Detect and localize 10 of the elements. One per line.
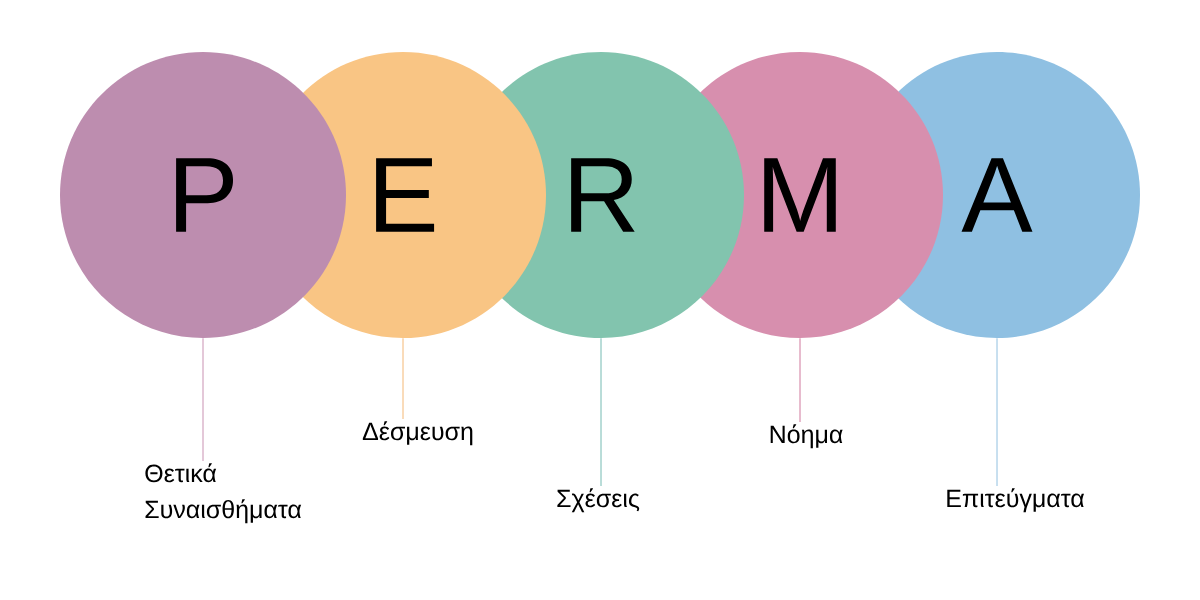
leader-line xyxy=(600,337,602,487)
leader-line xyxy=(799,337,801,423)
category-label: Νόημα xyxy=(770,424,843,449)
leader-line xyxy=(402,337,404,420)
category-label: Θετικά Συναισθήματα xyxy=(145,463,302,524)
category-label: Επιτεύγματα xyxy=(947,488,1085,513)
leader-line xyxy=(202,337,204,462)
category-label: Δέσμευση xyxy=(362,421,473,446)
leader-line xyxy=(996,337,998,487)
category-label: Σχέσεις xyxy=(557,488,640,513)
